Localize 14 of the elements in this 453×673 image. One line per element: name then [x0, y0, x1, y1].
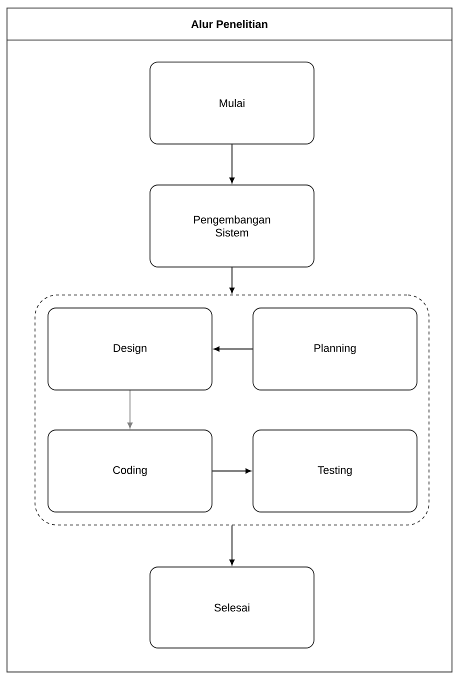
process-box: Design	[48, 308, 212, 390]
dashed-group-box	[34, 294, 430, 526]
process-box: Selesai	[150, 566, 314, 648]
arrow	[229, 267, 235, 294]
arrow	[127, 390, 133, 428]
process-box: Planning	[252, 308, 418, 390]
process-box: Pengembangan Sistem	[150, 184, 314, 268]
process-box: Mulai	[150, 62, 314, 144]
arrow	[229, 144, 235, 184]
process-box: Coding	[48, 430, 212, 512]
process-box: Testing	[252, 430, 418, 512]
arrow	[214, 346, 253, 352]
arrow	[229, 524, 235, 566]
arrow	[212, 468, 252, 474]
